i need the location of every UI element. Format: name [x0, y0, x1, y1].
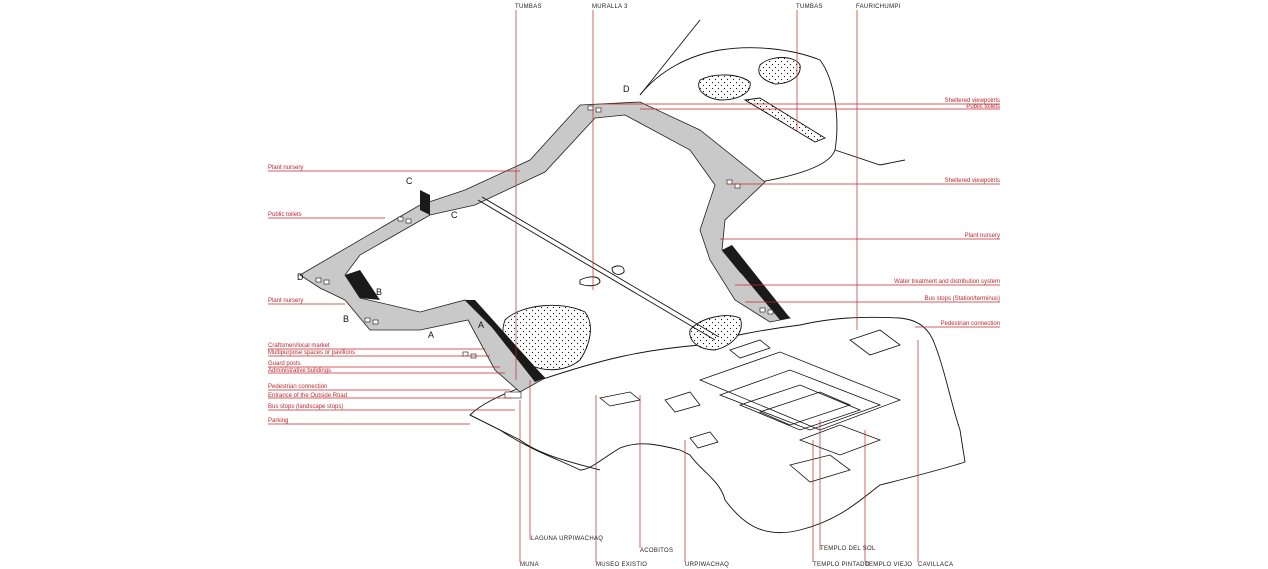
bottom-label-museo: MUSEO EXISTIO — [596, 562, 647, 568]
top-label-tumbas: TUMBAS — [515, 4, 542, 10]
bottom-label-cavillaca: CAVILLACA — [918, 562, 953, 568]
left-label-entrance: Entrance of the Outside Road — [268, 393, 347, 399]
section-mark-a-right: A — [478, 320, 484, 330]
left-label-multipurpose: Multipurpose spaces or pavilions — [268, 350, 355, 356]
right-label-viewpoints: Sheltered viewpoints — [945, 98, 1000, 104]
left-label-admin: Administrative buildings — [268, 368, 331, 374]
left-label-bus-stops: Bus stops (landscape stops) — [268, 404, 343, 410]
wall-band — [299, 101, 791, 393]
bottom-label-templo-sol: TEMPLO DEL SOL — [820, 546, 876, 552]
right-label-viewpoints-2: Sheltered viewpoints — [945, 178, 1000, 184]
left-label-pedestrian: Pedestrian connection — [268, 384, 327, 390]
section-mark-c-top: C — [406, 176, 413, 186]
section-mark-c-bottom: C — [451, 210, 458, 220]
section-mark-a-left: A — [428, 330, 434, 340]
section-mark-b-bottom: B — [343, 314, 349, 324]
right-label-nursery: Plant nursery — [965, 233, 1000, 239]
left-label-nursery: Plant nursery — [268, 165, 303, 171]
section-marks: A A B B C C D D — [297, 84, 630, 340]
left-label-nursery-2: Plant nursery — [268, 298, 303, 304]
ruins-cluster — [599, 329, 902, 483]
section-mark-b-top: B — [376, 287, 382, 297]
left-label-market: Craftsmen/local market — [268, 343, 330, 349]
top-leaders: TUMBAS MURALLA 3 TUMBAS FAURICHUMPI — [515, 4, 901, 380]
bottom-label-templo-pintado: TEMPLO PINTADO — [813, 562, 870, 568]
left-label-guard: Guard posts — [268, 361, 301, 367]
top-label-faurichumpi: FAURICHUMPI — [856, 4, 901, 10]
bottom-label-urpiwachaq: URPIWACHAQ — [685, 562, 729, 568]
central-axis — [477, 196, 720, 341]
section-mark-d-top: D — [623, 84, 630, 94]
left-leaders: Plant nursery Public toilets Plant nurse… — [268, 165, 520, 425]
bottom-label-muna: MUNA — [520, 562, 539, 568]
right-label-pedestrian: Pedestrian connection — [941, 321, 1000, 327]
bottom-leaders: LAGUNA URPIWACHAQ MUNA MUSEO EXISTIO ACO… — [519, 340, 953, 568]
section-mark-d-left: D — [297, 272, 304, 282]
bottom-label-acobitos: ACOBITOS — [640, 548, 673, 554]
top-label-tumbas-2: TUMBAS — [796, 4, 823, 10]
bottom-label-templo-viejo: TEMPLO VIEJO — [865, 562, 912, 568]
right-label-toilets: Public toilets — [966, 104, 1000, 110]
bottom-label-laguna: LAGUNA URPIWACHAQ — [531, 536, 603, 542]
right-label-bus-stops: Bus stops (Station/terminus) — [925, 296, 1000, 302]
top-label-muralla: MURALLA 3 — [592, 4, 628, 10]
right-label-water: Water treatment and distribution system — [894, 279, 1000, 285]
left-label-parking: Parking — [268, 418, 288, 424]
left-label-toilets: Public toilets — [268, 212, 302, 218]
right-leaders: Sheltered viewpoints Public toilets Shel… — [600, 98, 1000, 328]
